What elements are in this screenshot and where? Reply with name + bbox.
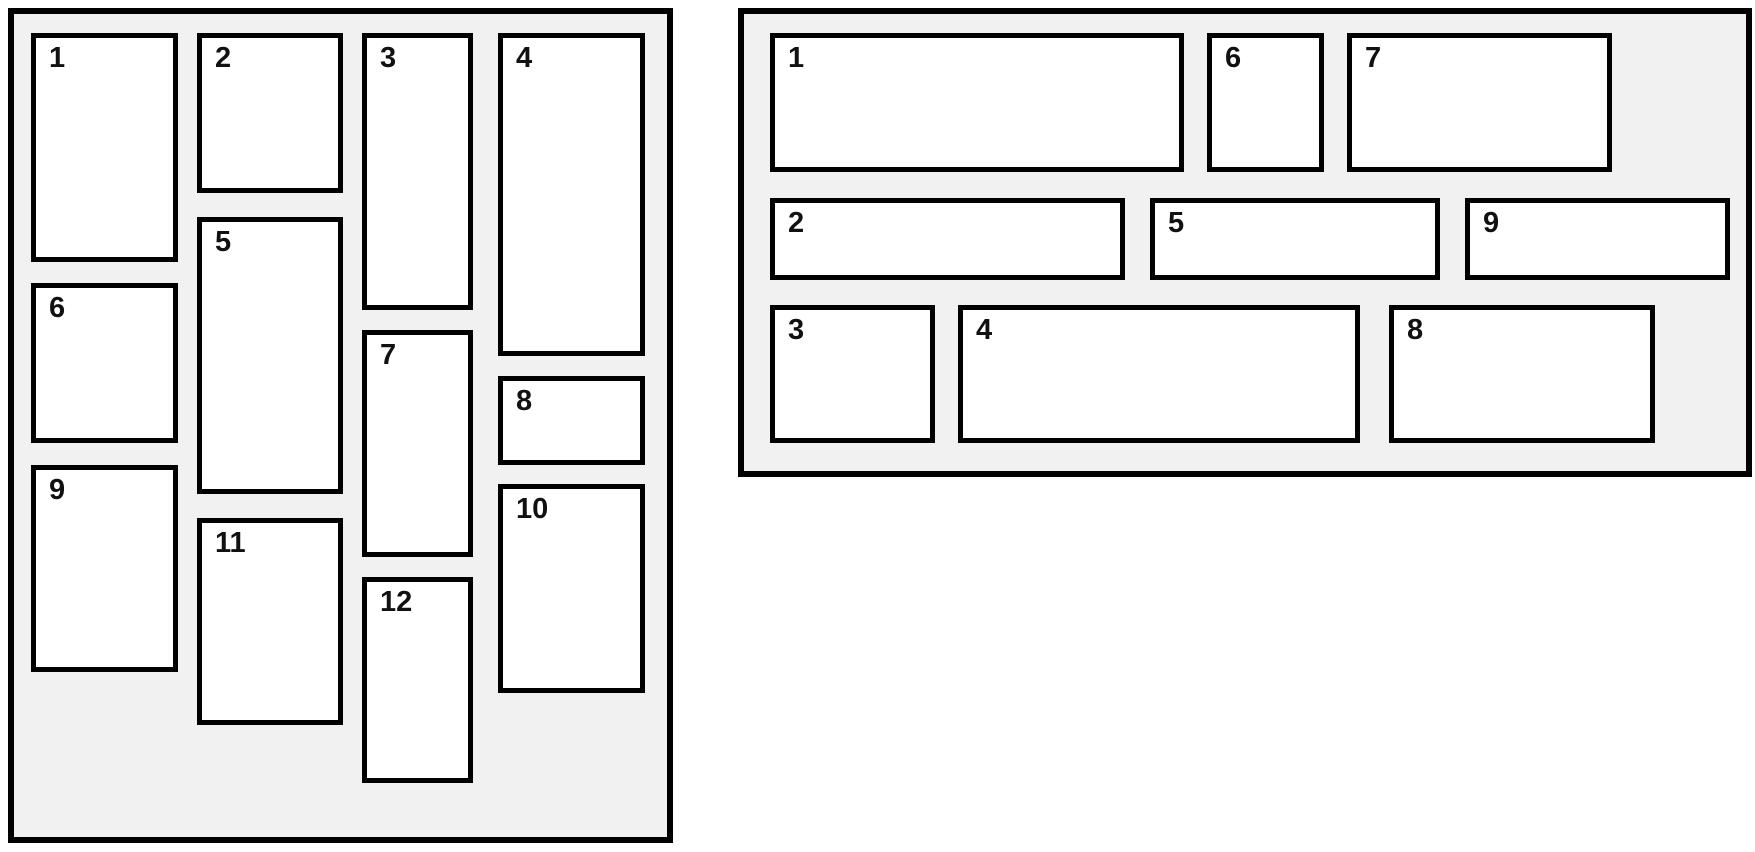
left-tile-10: 10 (498, 484, 645, 693)
vertical-masonry-panel: 1 2 3 4 5 6 7 8 9 10 11 12 (8, 8, 673, 843)
horizontal-masonry-panel: 1 2 3 4 5 6 7 8 9 (738, 8, 1752, 477)
right-tile-1: 1 (770, 33, 1184, 172)
tile-number: 7 (380, 339, 397, 371)
right-tile-6: 6 (1207, 33, 1324, 172)
left-tile-5: 5 (197, 217, 343, 494)
tile-number: 1 (788, 42, 805, 74)
tile-number: 10 (516, 493, 549, 525)
tile-number: 3 (380, 42, 397, 74)
right-tile-8: 8 (1389, 305, 1655, 443)
left-tile-12: 12 (362, 577, 473, 783)
tile-number: 11 (215, 527, 246, 559)
tile-number: 3 (788, 314, 805, 346)
right-tile-9: 9 (1465, 198, 1730, 280)
right-tile-5: 5 (1150, 198, 1440, 280)
tile-number: 2 (215, 42, 232, 74)
left-tile-1: 1 (31, 33, 178, 262)
left-tile-9: 9 (31, 465, 178, 672)
left-tile-4: 4 (498, 33, 645, 356)
tile-number: 7 (1365, 42, 1382, 74)
tile-number: 6 (1225, 42, 1242, 74)
tile-number: 8 (516, 385, 533, 417)
right-tile-7: 7 (1347, 33, 1612, 172)
tile-number: 1 (49, 42, 66, 74)
right-tile-2: 2 (770, 198, 1125, 280)
right-tile-3: 3 (770, 305, 935, 443)
tile-number: 9 (1483, 207, 1500, 239)
left-tile-7: 7 (362, 330, 473, 557)
tile-number: 5 (215, 226, 232, 258)
tile-number: 4 (516, 42, 533, 74)
left-tile-11: 11 (197, 518, 343, 725)
left-tile-8: 8 (498, 376, 645, 465)
tile-number: 5 (1168, 207, 1185, 239)
tile-number: 6 (49, 292, 66, 324)
tile-number: 9 (49, 474, 66, 506)
tile-number: 2 (788, 207, 805, 239)
left-tile-3: 3 (362, 33, 473, 310)
tile-number: 12 (380, 586, 413, 618)
right-tile-4: 4 (958, 305, 1360, 443)
left-tile-6: 6 (31, 283, 178, 443)
tile-number: 4 (976, 314, 993, 346)
left-tile-2: 2 (197, 33, 343, 193)
tile-number: 8 (1407, 314, 1424, 346)
